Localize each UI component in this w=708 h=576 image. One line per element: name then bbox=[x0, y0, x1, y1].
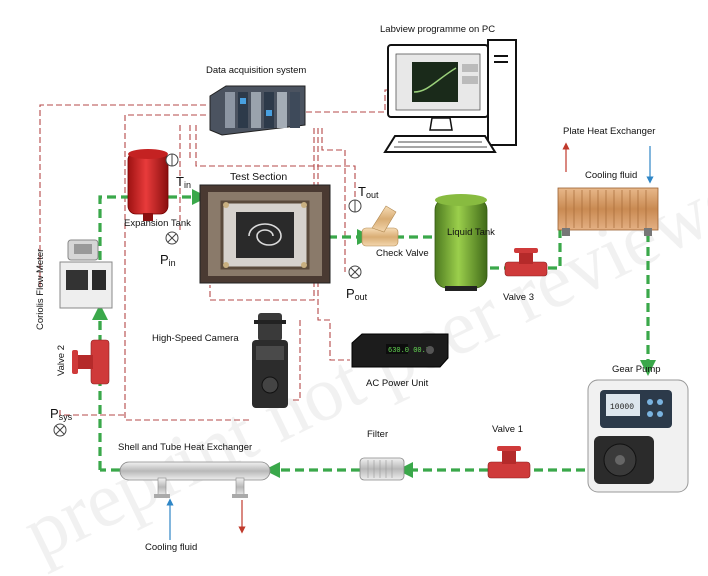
check-valve-label-text: Check Valve bbox=[376, 248, 429, 259]
shell-tube-exchanger bbox=[119, 461, 271, 498]
psys-sensor bbox=[53, 423, 67, 437]
check-valve bbox=[361, 205, 399, 247]
daq-system bbox=[209, 85, 306, 136]
valve-3-label: Valve 3 bbox=[503, 292, 534, 303]
tout-sub: out bbox=[366, 190, 379, 200]
liquid-tank-label-text: Liquid Tank bbox=[447, 227, 495, 238]
valve-1 bbox=[487, 446, 531, 479]
psys-label: Psys bbox=[50, 406, 73, 422]
pout-label: Pout bbox=[346, 286, 368, 302]
test-section-label: Test Section bbox=[230, 171, 287, 183]
valve-2-label: Valve 2 bbox=[56, 345, 67, 376]
expansion-tank-label: Expansion Tank bbox=[124, 218, 191, 229]
pin-sensor bbox=[165, 231, 179, 245]
pin-main: P bbox=[160, 252, 169, 267]
coriolis-flow-meter bbox=[59, 239, 113, 309]
high-speed-camera bbox=[252, 313, 288, 408]
labview-label: Labview programme on PC bbox=[380, 24, 495, 35]
ac-power-label: AC Power Unit bbox=[366, 378, 429, 389]
tin-sub: in bbox=[184, 180, 191, 190]
tin-main: T bbox=[176, 174, 184, 189]
phe-label: Plate Heat Exchanger bbox=[563, 126, 655, 137]
pout-main: P bbox=[346, 286, 355, 301]
pout-sensor bbox=[348, 265, 362, 279]
filter-label: Filter bbox=[367, 429, 388, 440]
coriolis-label: Coriolis Flow Meter bbox=[35, 249, 46, 330]
gear-pump: 10000 bbox=[587, 379, 689, 493]
flow-lines bbox=[92, 189, 656, 478]
pin-sub: in bbox=[169, 258, 176, 268]
test-section bbox=[199, 184, 331, 284]
tin-sensor bbox=[165, 153, 179, 167]
labview-pc bbox=[383, 39, 517, 153]
filter bbox=[359, 457, 405, 481]
expansion-tank bbox=[127, 149, 169, 221]
valve-3 bbox=[504, 248, 548, 277]
tout-label: Tout bbox=[358, 184, 379, 200]
check-valve-label: Check Valve bbox=[376, 248, 429, 259]
camera-label: High-Speed Camera bbox=[152, 333, 239, 344]
power-display: 630.0 00.7 bbox=[388, 347, 430, 355]
signal-lines bbox=[39, 89, 395, 421]
cooling-fluid-top-label: Cooling fluid bbox=[585, 170, 637, 181]
liquid-tank-label: Liquid Tank bbox=[447, 227, 495, 238]
liquid-tank bbox=[434, 194, 488, 291]
tout-sensor bbox=[348, 199, 362, 213]
gear-pump-label: Gear Pump bbox=[612, 364, 661, 375]
expansion-tank-label-text: Expansion Tank bbox=[124, 218, 191, 229]
pump-display: 10000 bbox=[610, 403, 634, 412]
pout-sub: out bbox=[355, 292, 368, 302]
tin-label: Tin bbox=[176, 174, 191, 190]
plate-heat-exchanger bbox=[557, 187, 659, 236]
psys-main: P bbox=[50, 406, 59, 421]
ac-power-unit: 630.0 00.7 bbox=[351, 333, 449, 368]
tout-main: T bbox=[358, 184, 366, 199]
daq-label: Data acquisition system bbox=[206, 65, 306, 76]
valve-2 bbox=[72, 339, 110, 385]
pin-label: Pin bbox=[160, 252, 176, 268]
valve-1-label: Valve 1 bbox=[492, 424, 523, 435]
shell-tube-label: Shell and Tube Heat Exchanger bbox=[118, 442, 252, 453]
psys-sub: sys bbox=[59, 412, 73, 422]
cooling-fluid-bottom-label: Cooling fluid bbox=[145, 542, 197, 553]
